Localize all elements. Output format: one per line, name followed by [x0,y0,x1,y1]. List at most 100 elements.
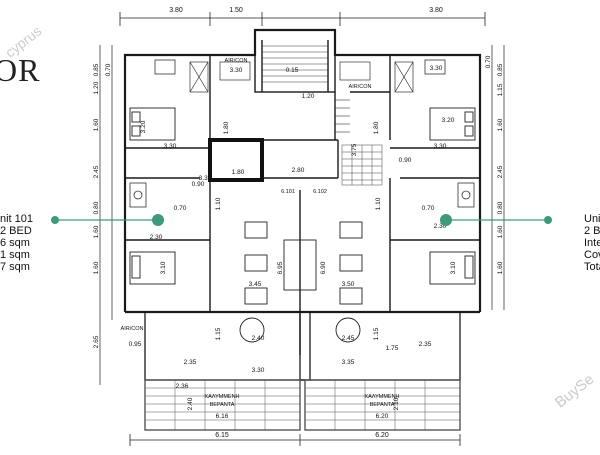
unit-101-marker-outer[interactable] [51,216,59,224]
room-dim-d2: 0.70 [422,205,435,212]
dim-left-1: 0.85 [93,63,100,76]
dim-right-5: 2.45 [497,165,504,178]
room-dim-wall: 0.15 [286,67,299,74]
stair-treads [262,45,350,133]
room-dim-bath-w: 0.90 [192,181,205,188]
room-dim-b4: 2.10 [393,397,400,410]
room-dim-shaft-v: 1.80 [373,121,380,134]
room-dim-d4: 1.10 [375,197,382,210]
room-dim-stair-w: 1.80 [232,169,245,176]
room-dim-bed2-right-h: 3.10 [450,261,457,274]
room-dim-shaft-h: 3.75 [351,143,358,156]
veranda-hatch [144,379,461,431]
dim-left-3: 1.20 [93,81,100,94]
label-aircon-top-right: AIR/CON [349,84,372,90]
interior-walls [125,29,480,355]
room-dim-h2: 1.15 [373,327,380,340]
furniture-wardrobes [189,61,414,93]
room-dim-d1: 0.70 [174,205,187,212]
room-dim-top-c: 3.30 [199,175,212,182]
unit-102-marker-inner[interactable] [440,214,452,226]
dim-left-2: 0.70 [105,63,112,76]
dim-top-1: 3.80 [169,7,183,14]
brand-logo-fragment: OR [0,52,41,88]
room-dim-stair-h: 1.20 [302,93,315,100]
label-veranda-left-line2: ΒΕΡΑΝΤΑ [210,402,235,408]
label-veranda-right-line1: ΚΑΛΥΜΜΕΝΗ [364,394,399,400]
unit-101-internal-area: 6 sqm [0,237,30,249]
room-dim-living-left-h: 6.95 [277,261,284,274]
room-dim-c2: 6.20 [376,413,389,420]
dim-right-3: 1.15 [497,83,504,96]
dim-right-1: 0.85 [497,63,504,76]
dim-right-4: 1.60 [497,118,504,131]
room-dim-u1: 6.101 [281,189,295,195]
room-dim-a4: 1.75 [386,345,399,352]
room-dim-c1: 6.16 [216,413,229,420]
furniture-beds [129,107,476,285]
room-dim-b2: 3.35 [342,359,355,366]
unit-101-marker-inner[interactable] [152,214,164,226]
room-dim-d3: 1.10 [215,197,222,210]
room-dim-bed2-left-h: 3.10 [160,261,167,274]
room-dim-h1: 1.15 [215,327,222,340]
right-dimension-lines [491,45,505,310]
room-dim-bed-right-h: 3.20 [442,117,455,124]
room-dim-a1: 0.95 [129,341,142,348]
unit-102-covered-area: Cov [584,249,600,261]
dim-left-8: 1.60 [93,261,100,274]
balcony-walls [144,311,461,381]
room-dim-bed-left-w: 3.30 [164,143,177,150]
bottom-dimension-line [129,434,461,446]
label-veranda-right-line2: ΒΕΡΑΝΤΑ [370,402,395,408]
bathroom-fixtures [129,59,475,208]
room-dim-kitchen-left: 2.40 [252,335,265,342]
dim-right-2: 0.70 [485,55,492,68]
room-dim-top-b: 3.30 [430,65,443,72]
label-aircon-top-left: AIR/CON [225,58,248,64]
unit-102-beds: 2 BE [584,225,600,237]
unit-102-total-area: Tota [584,261,600,273]
room-dim-bed2-right-w: 2.30 [434,223,447,230]
room-dim-top-a: 3.30 [230,67,243,74]
room-dim-a3: 2.35 [419,341,432,348]
dim-left-9: 2.65 [93,335,100,348]
unit-101-beds: 2 BED [0,225,32,237]
label-veranda-left-line1: ΚΑΛΥΜΜΕΝΗ [204,394,239,400]
unit-101-name: nit 101 [0,213,34,225]
unit-102-internal-area: Inte [584,237,600,249]
dim-bottom-1: 6.15 [215,432,229,439]
label-aircon-bottom-left: AIR/CON [121,326,144,332]
dim-left-5: 2.45 [93,165,100,178]
dim-top-3: 3.80 [429,7,443,14]
dim-left-6: 0.80 [93,201,100,214]
room-dim-bed2-left-w: 2.30 [150,234,163,241]
room-dim-lift: 1.80 [223,121,230,134]
dim-right-7: 1.60 [497,225,504,238]
furniture-tables [239,221,363,343]
unit-101-total-area: 7 sqm [0,261,30,273]
room-dim-kitchen-right: 2.45 [342,335,355,342]
room-dim-living-right-w: 3.50 [342,281,355,288]
dim-right-6: 0.80 [497,201,504,214]
unit-102-info[interactable]: Unit 2 BE Inte Cov Tota [584,213,600,273]
dim-left-4: 1.60 [93,118,100,131]
room-dim-living-right-h: 6.90 [320,261,327,274]
unit-102-marker-outer[interactable] [544,216,552,224]
room-dim-bath-w2: 0.90 [399,157,412,164]
room-dim-hall-w: 2.80 [292,167,305,174]
room-dim-u2: 6.102 [313,189,327,195]
room-dim-living-left-w: 3.45 [249,281,262,288]
room-dim-b1: 3.30 [252,367,265,374]
shaft-hatch [341,144,383,186]
dim-right-8: 1.60 [497,261,504,274]
unit-102-name: Unit [584,213,600,225]
room-dim-b5: 2.40 [187,397,194,410]
room-dim-b3: 2.36 [176,383,189,390]
room-dim-bed-left-h: 3.20 [140,120,147,133]
stair-core-box [208,138,264,182]
left-dimension-lines [99,45,113,385]
unit-101-info[interactable]: nit 101 2 BED 6 sqm 1 sqm 7 sqm [0,213,33,273]
